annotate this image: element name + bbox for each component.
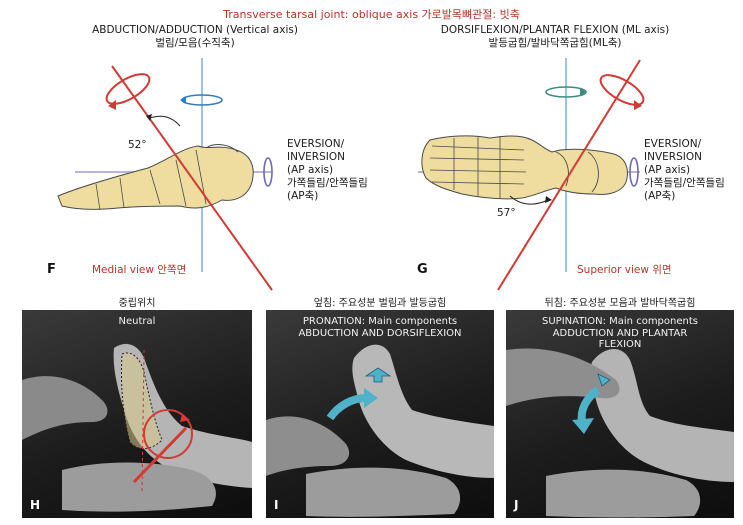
panel-g-side-label: EVERSION/ INVERSION (AP axis) 가쪽들림/안쪽들림 … bbox=[644, 138, 742, 203]
panel-j-down-arrow bbox=[597, 373, 611, 387]
panel-i-caption-line-1: PRONATION: Main components bbox=[302, 316, 458, 327]
panel-h-photo: Neutral H bbox=[22, 310, 252, 518]
panel-i-lower-hand bbox=[306, 467, 461, 517]
panel-h-oblique-axis bbox=[132, 426, 188, 484]
panel-f-diagram bbox=[57, 58, 273, 291]
panel-j-caption-line-1: SUPINATION: Main components bbox=[542, 316, 698, 327]
panel-f-side-line-2: INVERSION bbox=[287, 151, 345, 163]
panel-h-foot bbox=[113, 343, 252, 488]
panel-g-angle-arc bbox=[509, 195, 549, 205]
panel-i-caption: PRONATION: Main components ABDUCTION AND… bbox=[266, 316, 494, 339]
panel-h-illustration bbox=[22, 343, 252, 512]
panel-f-angle-label: 52° bbox=[128, 139, 147, 151]
panel-f-foot-bones bbox=[57, 144, 254, 211]
panel-h-caption: Neutral bbox=[118, 316, 156, 327]
panel-f-angle-arc bbox=[149, 115, 181, 127]
panel-f-oblique-rotation-icon bbox=[105, 73, 151, 105]
panel-g-side-line-1: EVERSION/ bbox=[644, 138, 702, 150]
panel-j-curved-arrow bbox=[577, 386, 601, 423]
panel-h-rotation-arrowhead bbox=[180, 414, 190, 422]
panel-j-photo: SUPINATION: Main components ADDUCTION AN… bbox=[506, 310, 734, 518]
panel-f-view-label: Medial view 안쪽면 bbox=[92, 264, 187, 276]
panel-g-axis-title-kr: 발등굽힘/발바닥쪽굽힘(ML축) bbox=[488, 37, 622, 49]
panel-h-lower-hand bbox=[62, 462, 216, 512]
panel-f-letter: F bbox=[47, 262, 56, 277]
panel-h-letter: H bbox=[30, 498, 41, 512]
panel-f-side-line-5: (AP축) bbox=[287, 190, 319, 202]
panel-f-side-line-1: EVERSION/ bbox=[287, 138, 345, 150]
panel-i-photo: PRONATION: Main components ABDUCTION AND… bbox=[266, 310, 494, 518]
panel-i-caption-line-2: ABDUCTION AND DORSIFLEXION bbox=[298, 327, 462, 339]
panel-j-letter: J bbox=[514, 498, 519, 512]
panel-g-side-line-4: 가쪽들림/안쪽들림 bbox=[644, 177, 725, 189]
panel-f-axis-title-en: ABDUCTION/ADDUCTION (Vertical axis) bbox=[92, 24, 298, 36]
panel-i-title: 엎침: 주요성분 벌림과 발등굽힘 bbox=[313, 298, 447, 309]
panel-g-axis-title-en: DORSIFLEXION/PLANTAR FLEXION (ML axis) bbox=[440, 24, 670, 36]
panel-h-title: 중립위치 bbox=[118, 298, 156, 309]
panel-j-title: 뒤침: 주요성분 모음과 발바닥쪽굽힘 bbox=[544, 298, 696, 309]
panel-h-bone-outline bbox=[120, 352, 163, 449]
panel-j-caption-line-3: FLEXION bbox=[598, 339, 642, 350]
panel-f-vertical-rotation-arrowhead bbox=[180, 96, 186, 104]
panel-j-caption-line-2: ADDUCTION AND PLANTAR bbox=[552, 327, 688, 339]
panel-g-foot-bones bbox=[421, 135, 628, 200]
panel-f-axis-title-kr: 벌림/모음(수직축) bbox=[155, 37, 235, 49]
panel-h-hand bbox=[22, 376, 108, 440]
panel-h-axis-line bbox=[141, 349, 145, 495]
panel-g-angle-label: 57° bbox=[497, 207, 516, 219]
panel-j-illustration bbox=[506, 348, 734, 518]
panel-g-diagram bbox=[418, 58, 645, 291]
panel-g-oblique-rotation-icon bbox=[599, 74, 645, 106]
panel-i-illustration bbox=[266, 344, 494, 517]
panel-g-ap-rotation-icon bbox=[629, 157, 639, 187]
panel-g-view-label: Superior view 위면 bbox=[577, 264, 672, 276]
panel-f-side-line-4: 가쪽들림/안쪽들림 bbox=[287, 177, 368, 189]
panel-g-oblique-rotation-arrowhead bbox=[634, 100, 642, 110]
panel-g-ml-rotation-arrowhead bbox=[580, 88, 586, 96]
panel-g-side-line-5: (AP축) bbox=[644, 190, 676, 202]
panel-g-axis-title: DORSIFLEXION/PLANTAR FLEXION (ML axis) 발… bbox=[420, 24, 690, 50]
panel-j-foot bbox=[590, 348, 734, 482]
panel-g-side-line-2: INVERSION bbox=[644, 151, 702, 163]
panel-f-axis-title: ABDUCTION/ADDUCTION (Vertical axis) 벌림/모… bbox=[70, 24, 320, 50]
panel-i-hand bbox=[266, 416, 350, 476]
panel-j-lower-hand bbox=[546, 469, 701, 518]
panel-i-foot bbox=[352, 344, 494, 478]
panel-i-curved-arrow bbox=[326, 394, 367, 421]
panel-i-up-arrow bbox=[364, 367, 392, 383]
panel-i-letter: I bbox=[274, 498, 279, 512]
panel-f-oblique-rotation-arrowhead bbox=[108, 100, 116, 110]
panel-f-ap-rotation-icon bbox=[263, 157, 273, 187]
panel-g-side-line-3: (AP axis) bbox=[644, 164, 691, 176]
panel-j-curved-arrowhead bbox=[572, 418, 594, 434]
panel-j-caption: SUPINATION: Main components ADDUCTION AN… bbox=[506, 316, 734, 351]
panel-f-angle-arrowhead bbox=[146, 114, 152, 121]
figure-title: Transverse tarsal joint: oblique axis 가로… bbox=[223, 8, 520, 21]
panel-i-curved-arrowhead bbox=[364, 388, 378, 408]
panel-f-side-label: EVERSION/ INVERSION (AP axis) 가쪽들림/안쪽들림 … bbox=[287, 138, 407, 203]
panel-g-angle-arrowhead bbox=[545, 196, 552, 203]
panel-f-side-line-3: (AP axis) bbox=[287, 164, 334, 176]
panel-g-letter: G bbox=[417, 262, 428, 277]
panel-h-rotation-circle bbox=[143, 409, 193, 459]
panel-f-oblique-axis bbox=[111, 65, 273, 291]
